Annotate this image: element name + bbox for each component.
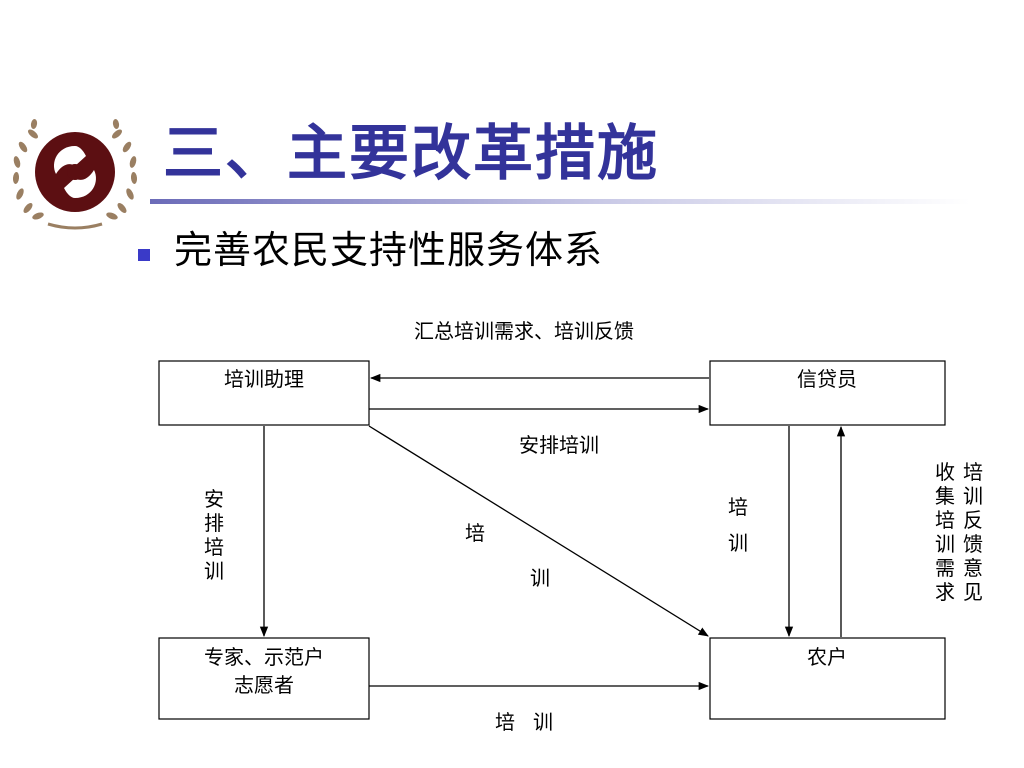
bank-logo (12, 119, 138, 230)
label-arrange-training-vertical: 安 排 培 训 (204, 487, 224, 583)
label-char: 培 (935, 508, 955, 532)
label-char: 收 (935, 460, 955, 484)
label-char: 训 (204, 559, 224, 583)
label-char: 见 (963, 580, 983, 604)
node-loan-officer (709, 360, 946, 426)
label-feedback-opinions: 培 训 反 馈 意 见 (963, 460, 983, 604)
node-farmers (709, 637, 946, 720)
label-char: 培 (495, 710, 515, 734)
label-char: 训 (533, 710, 553, 734)
node-farmers-label: 农户 (807, 645, 847, 669)
label-arrange-training: 安排培训 (519, 433, 599, 457)
label-officer-training: 培 训 (728, 495, 748, 555)
label-char: 训 (728, 531, 748, 555)
label-char: 培 (728, 495, 748, 519)
node-experts-label-line2: 志愿者 (234, 673, 294, 697)
label-char: 集 (935, 484, 955, 508)
label-char: 培 (465, 521, 485, 545)
node-training-assistant-label: 培训助理 (224, 367, 304, 391)
bullet-icon (138, 249, 150, 261)
node-experts-label-line1: 专家、示范户 (204, 645, 324, 669)
label-char: 安 (204, 487, 224, 511)
label-char: 意 (963, 556, 983, 580)
label-char: 求 (935, 580, 955, 604)
label-char: 排 (204, 511, 224, 535)
label-collect-needs: 收 集 培 训 需 求 (935, 460, 955, 604)
node-loan-officer-label: 信贷员 (797, 367, 857, 391)
title-underline (150, 199, 970, 204)
label-char: 反 (963, 508, 983, 532)
slide-title: 三、主要改革措施 (163, 119, 659, 189)
slide-subtitle: 完善农民支持性服务体系 (174, 228, 604, 272)
label-char: 培 (204, 535, 224, 559)
label-char: 训 (530, 566, 550, 590)
wreath-icon (12, 119, 138, 230)
label-summarize-feedback: 汇总培训需求、培训反馈 (414, 319, 634, 343)
label-char: 需 (935, 556, 955, 580)
label-char: 馈 (963, 532, 983, 556)
node-experts (158, 637, 370, 720)
node-training-assistant (158, 360, 370, 426)
label-char: 培 (963, 460, 983, 484)
label-char: 训 (963, 484, 983, 508)
label-bottom-training: 培 训 (495, 710, 553, 734)
label-char: 训 (935, 532, 955, 556)
edge-assistant-to-farmers (368, 425, 709, 637)
label-diagonal-training: 培 训 (465, 521, 550, 590)
